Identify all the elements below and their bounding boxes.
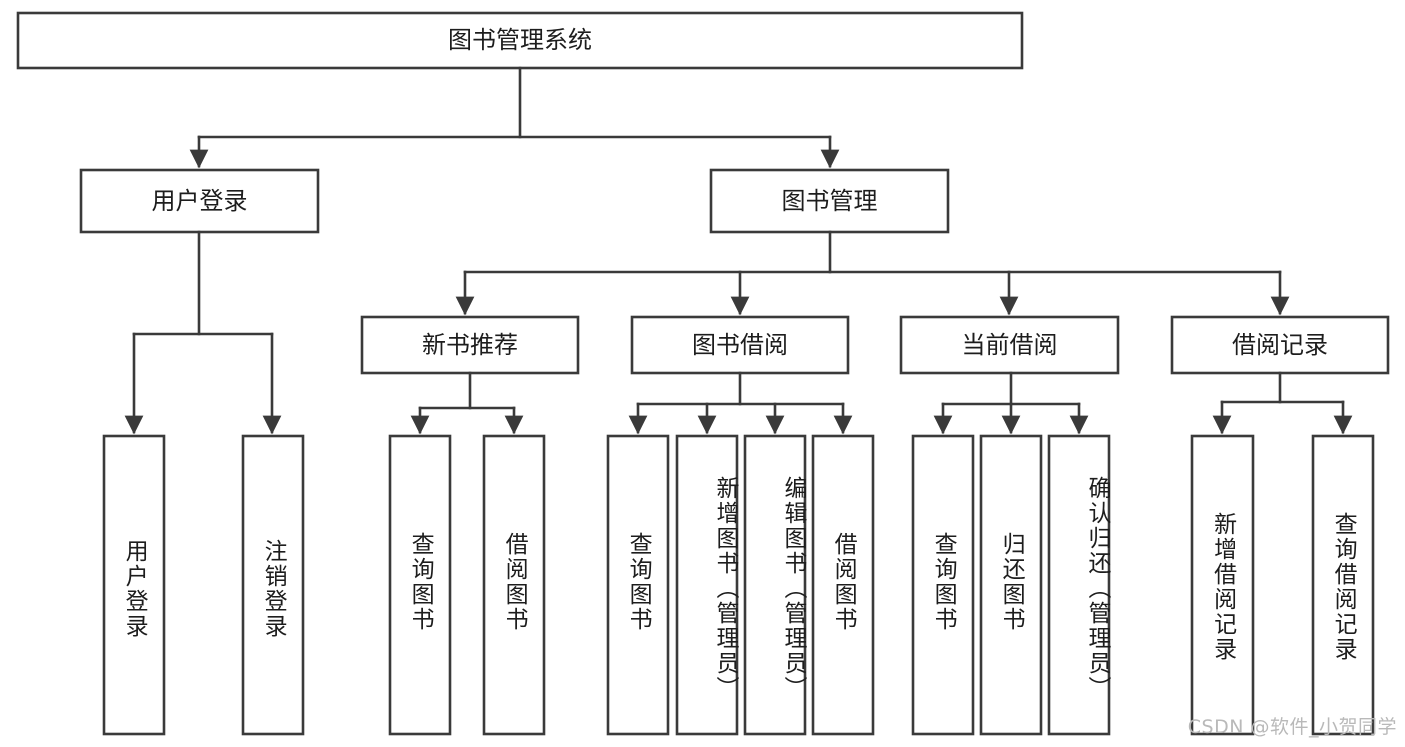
node-box-leaf-add-record[interactable]	[1190, 434, 1255, 736]
node-box-leaf-query-book-1[interactable]	[388, 434, 452, 736]
node-box-leaf-return-book[interactable]	[979, 434, 1043, 736]
node-box-leaf-query-book-2[interactable]	[606, 434, 670, 736]
node-box-borrow-records[interactable]	[1170, 315, 1390, 375]
node-box-current-borrow[interactable]	[899, 315, 1120, 375]
node-box-leaf-query-record[interactable]	[1311, 434, 1375, 736]
node-box-book-management[interactable]	[709, 168, 950, 234]
node-box-root[interactable]	[16, 11, 1024, 70]
node-box-new-book-recommend[interactable]	[360, 315, 580, 375]
node-box-book-borrow[interactable]	[630, 315, 850, 375]
node-box-leaf-logout[interactable]	[241, 434, 305, 736]
node-box-leaf-edit-book[interactable]	[743, 434, 807, 736]
node-box-leaf-user-login[interactable]	[102, 434, 166, 736]
node-box-leaf-confirm-return[interactable]	[1047, 434, 1111, 736]
node-box-leaf-query-book-3[interactable]	[911, 434, 975, 736]
node-box-user-login[interactable]	[79, 168, 320, 234]
node-box-leaf-add-book[interactable]	[675, 434, 739, 736]
csdn-watermark: CSDN @软件_小贺同学	[1187, 716, 1397, 738]
node-box-leaf-borrow-book-2[interactable]	[811, 434, 875, 736]
node-box-leaf-borrow-book-1[interactable]	[482, 434, 546, 736]
